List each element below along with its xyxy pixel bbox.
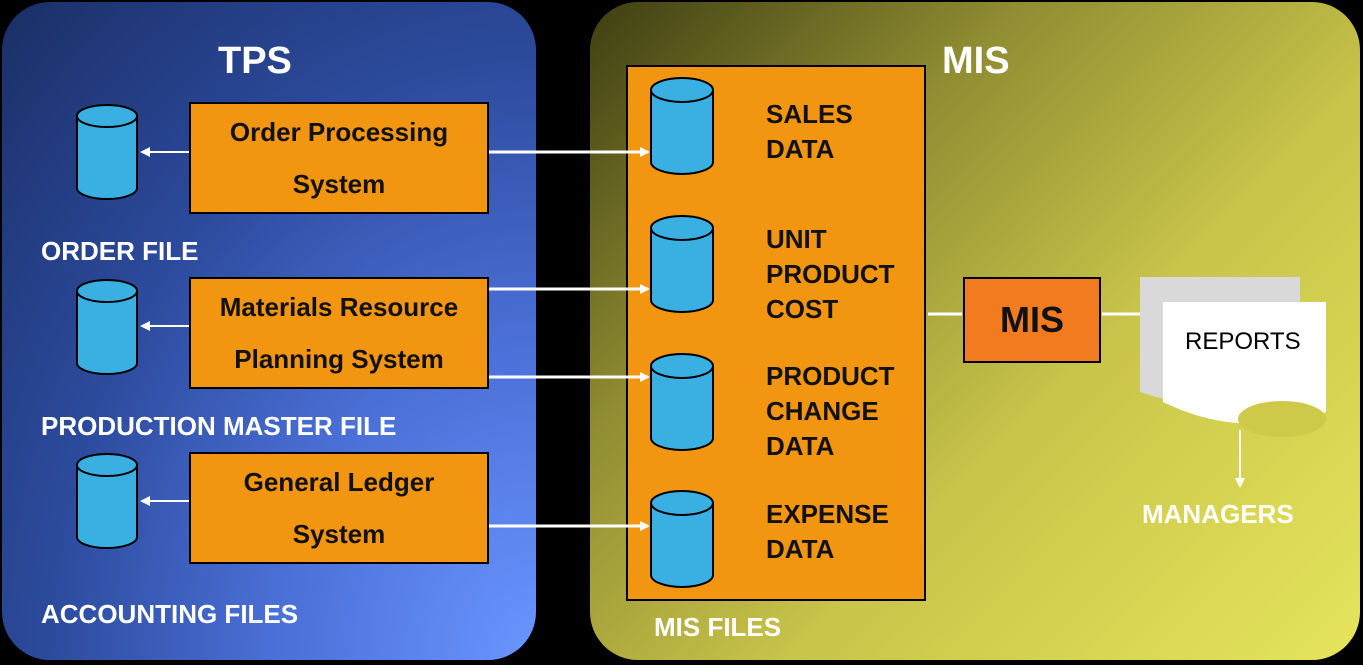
data-label-line: UNIT bbox=[766, 224, 827, 254]
system-label-line2: System bbox=[292, 519, 386, 549]
system-label-line1: Order Processing bbox=[229, 117, 449, 147]
reports-label: REPORTS bbox=[1185, 328, 1301, 355]
managers-label: MANAGERS bbox=[1142, 499, 1294, 529]
expense-data-cylinder-icon bbox=[650, 490, 714, 588]
system-label-line1: Materials Resource bbox=[219, 292, 459, 322]
system-label-line2: System bbox=[292, 169, 386, 199]
system-label-line1: General Ledger bbox=[243, 467, 435, 497]
data-label-line: SALES bbox=[766, 99, 853, 129]
reports-document-icon bbox=[1140, 277, 1326, 437]
data-label-line: DATA bbox=[766, 134, 835, 164]
data-label-line: CHANGE bbox=[766, 396, 879, 426]
mis-files-label: MIS FILES bbox=[654, 612, 782, 642]
system-label-line2: Planning System bbox=[234, 344, 444, 374]
sales-data-cylinder-icon bbox=[650, 77, 714, 175]
order-file-cylinder-icon bbox=[76, 104, 138, 200]
expense-data-label: EXPENSE DATA bbox=[766, 497, 889, 567]
data-label-line: PRODUCT bbox=[766, 361, 895, 391]
data-label-line: EXPENSE bbox=[766, 499, 889, 529]
data-label-line: PRODUCT bbox=[766, 259, 895, 289]
data-label-line: DATA bbox=[766, 534, 835, 564]
accounting-files-label: ACCOUNTING FILES bbox=[41, 599, 299, 629]
mis-title: MIS bbox=[942, 40, 1010, 82]
product-change-data-label: PRODUCT CHANGE DATA bbox=[766, 359, 895, 464]
order-processing-system: Order Processing System bbox=[189, 102, 489, 214]
mis-process-box: MIS bbox=[963, 277, 1101, 363]
production-master-file-label: PRODUCTION MASTER FILE bbox=[41, 411, 397, 441]
data-label-line: DATA bbox=[766, 431, 835, 461]
accounting-files-cylinder-icon bbox=[76, 453, 138, 549]
production-master-file-cylinder-icon bbox=[76, 279, 138, 375]
unit-product-cost-label: UNIT PRODUCT COST bbox=[766, 222, 895, 327]
general-ledger-system: General Ledger System bbox=[189, 452, 489, 564]
sales-data-label: SALES DATA bbox=[766, 97, 853, 167]
materials-resource-planning-system: Materials Resource Planning System bbox=[189, 277, 489, 389]
order-file-label: ORDER FILE bbox=[41, 236, 199, 266]
data-label-line: COST bbox=[766, 294, 839, 324]
unit-product-cost-cylinder-icon bbox=[650, 215, 714, 313]
product-change-data-cylinder-icon bbox=[650, 353, 714, 451]
tps-title: TPS bbox=[218, 40, 292, 82]
